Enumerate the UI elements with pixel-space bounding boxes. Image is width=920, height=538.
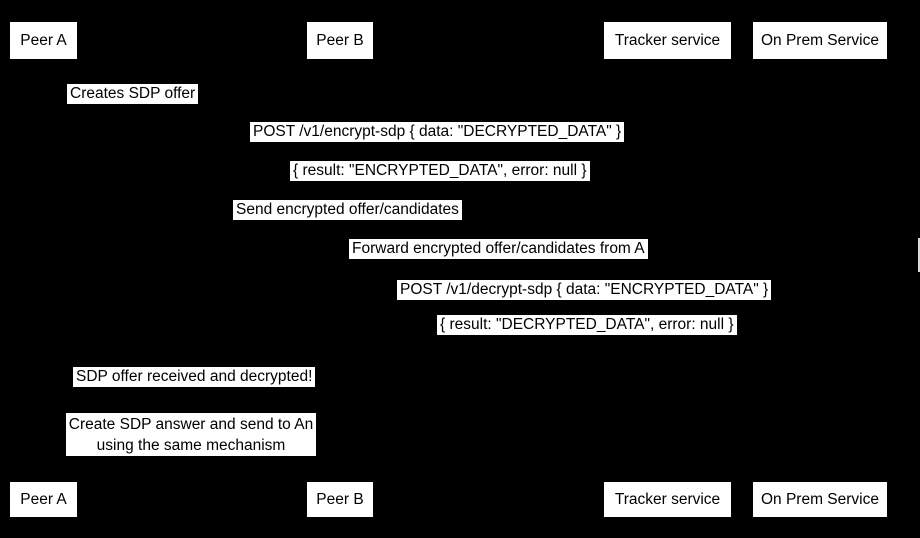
message-post-encrypt-sdp: POST /v1/encrypt-sdp { data: "DECRYPTED_… bbox=[250, 122, 625, 142]
note-create-sdp-answer: Create SDP answer and send to An using t… bbox=[66, 413, 316, 456]
actor-on-prem-service-bottom: On Prem Service bbox=[753, 482, 887, 517]
actor-on-prem-service-top: On Prem Service bbox=[753, 22, 887, 59]
message-result-decrypted-data: { result: "DECRYPTED_DATA", error: null … bbox=[437, 315, 737, 335]
actor-tracker-service-top: Tracker service bbox=[604, 22, 731, 59]
note-line-2: using the same mechanism bbox=[96, 436, 286, 454]
message-result-encrypted-data: { result: "ENCRYPTED_DATA", error: null … bbox=[290, 161, 590, 181]
message-post-decrypt-sdp: POST /v1/decrypt-sdp { data: "ENCRYPTED_… bbox=[397, 280, 772, 300]
actor-peer-b-top: Peer B bbox=[307, 22, 373, 59]
actor-peer-a-top: Peer A bbox=[10, 22, 77, 59]
actor-tracker-service-bottom: Tracker service bbox=[604, 482, 731, 517]
actor-peer-b-bottom: Peer B bbox=[307, 482, 373, 517]
message-sdp-offer-received: SDP offer received and decrypted! bbox=[73, 367, 316, 387]
message-creates-sdp-offer: Creates SDP offer bbox=[67, 84, 199, 104]
message-send-encrypted-offer: Send encrypted offer/candidates bbox=[233, 200, 462, 220]
scrollbar-thumb[interactable] bbox=[918, 238, 920, 272]
actor-peer-a-bottom: Peer A bbox=[10, 482, 77, 517]
message-forward-encrypted-offer: Forward encrypted offer/candidates from … bbox=[349, 239, 648, 259]
note-line-1: Create SDP answer and send to An bbox=[68, 415, 314, 433]
